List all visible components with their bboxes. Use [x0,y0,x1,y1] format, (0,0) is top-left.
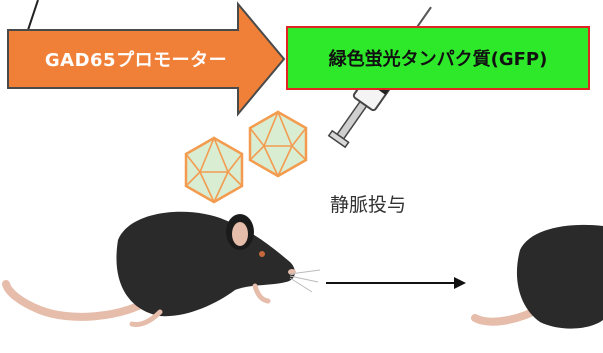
virus-particle-icon [184,135,244,204]
gfp-reporter-box: 緑色蛍光タンパク質(GFP) [286,26,590,90]
mouse-icon [471,224,603,329]
injection-label: 静脈投与 [330,194,407,216]
pointer-line [27,0,39,31]
promoter-label: GAD65プロモーター [44,50,228,71]
virus-particle-icon [248,109,308,178]
promoter-arrow [7,1,286,117]
mouse-icon [2,211,321,327]
process-arrow-icon [326,277,466,289]
